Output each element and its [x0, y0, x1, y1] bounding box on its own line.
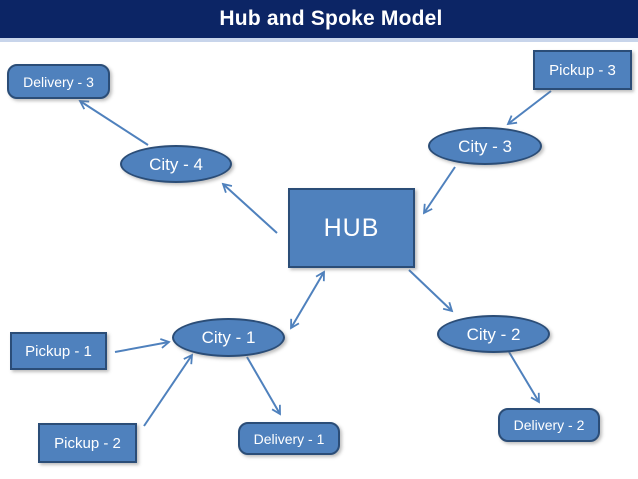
node-pickup1: Pickup - 1	[10, 332, 107, 370]
node-city4-label: City - 4	[149, 154, 203, 174]
node-delivery3: Delivery - 3	[7, 64, 110, 99]
arrow-pickup1-to-city1	[114, 338, 171, 353]
node-pickup2-label: Pickup - 2	[54, 434, 121, 452]
arrow-pickup3-to-city3	[506, 90, 552, 126]
node-delivery3-label: Delivery - 3	[23, 73, 94, 90]
arrow-hub-to-city4	[221, 182, 278, 234]
arrow-hub-city1-bidirectional	[290, 270, 325, 330]
node-pickup3-label: Pickup - 3	[549, 61, 616, 79]
title-bar: Hub and Spoke Model	[0, 0, 638, 38]
node-pickup3: Pickup - 3	[533, 50, 632, 90]
node-delivery1: Delivery - 1	[238, 422, 340, 455]
node-hub-label: HUB	[323, 213, 380, 242]
arrow-city1-to-delivery1	[246, 356, 281, 416]
title-underline	[0, 38, 638, 42]
node-city3-label: City - 3	[458, 136, 512, 156]
node-delivery1-label: Delivery - 1	[253, 430, 325, 447]
arrow-city2-to-delivery2	[508, 351, 540, 404]
node-city1: City - 1	[172, 318, 285, 357]
diagram-title: Hub and Spoke Model	[219, 7, 443, 30]
node-delivery2: Delivery - 2	[498, 408, 600, 442]
node-city2: City - 2	[437, 315, 550, 353]
arrow-city3-to-hub	[422, 166, 456, 215]
arrow-pickup2-to-city1	[143, 353, 194, 427]
node-pickup1-label: Pickup - 1	[25, 342, 92, 360]
node-city2-label: City - 2	[466, 324, 521, 344]
node-hub: HUB	[288, 188, 415, 268]
node-pickup2: Pickup - 2	[38, 423, 137, 463]
arrow-city4-to-delivery3	[78, 100, 149, 146]
node-city4: City - 4	[120, 145, 232, 183]
arrow-hub-to-city2	[408, 269, 454, 313]
node-city3: City - 3	[428, 127, 542, 165]
node-city1-label: City - 1	[201, 328, 256, 347]
node-delivery2-label: Delivery - 2	[513, 417, 585, 433]
